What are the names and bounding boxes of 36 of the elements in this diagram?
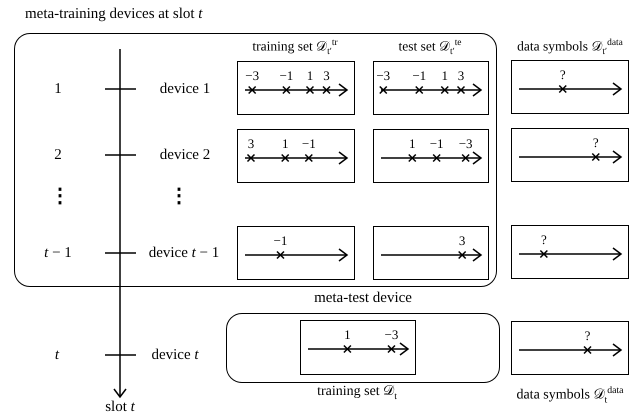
value-label: 1 <box>344 328 351 341</box>
group-heading: meta-test device <box>314 291 412 306</box>
value-label: ? <box>540 233 547 246</box>
ellipsis: ⋮ <box>169 186 189 206</box>
device-label: device t − 1 <box>148 246 220 261</box>
value-label: 3 <box>323 69 330 82</box>
value-label: 3 <box>458 69 464 82</box>
row-number: 2 <box>54 148 62 163</box>
value-label: −3 <box>376 69 390 82</box>
row-number: t − 1 <box>44 246 72 261</box>
axis-label: slot t <box>105 400 135 414</box>
device-label: device 1 <box>160 82 210 97</box>
value-label: −1 <box>279 69 294 82</box>
row-number: t <box>54 348 60 363</box>
value-label: −1 <box>302 137 316 150</box>
device-label: device 2 <box>160 148 210 163</box>
value-label: −1 <box>274 234 288 247</box>
group-heading: meta-training devices at slot t <box>25 7 202 22</box>
value-label: ? <box>584 329 590 342</box>
value-label: 3 <box>248 137 254 150</box>
value-label: −3 <box>245 69 260 82</box>
value-label: −3 <box>384 328 398 341</box>
value-label: ? <box>560 68 566 81</box>
device-label: device t <box>151 348 199 363</box>
value-label: −1 <box>430 137 444 150</box>
value-label: 1 <box>409 137 416 150</box>
value-label: 1 <box>442 69 448 82</box>
value-label: ? <box>592 136 599 149</box>
value-label: 1 <box>282 137 288 150</box>
row-number: 1 <box>54 82 62 97</box>
box-caption: training set 𝒟$_{t}$ <box>317 385 397 402</box>
value-label: 3 <box>458 234 466 247</box>
value-label: 1 <box>306 69 314 82</box>
ellipsis: ⋮ <box>50 186 70 206</box>
value-label: −1 <box>412 69 426 82</box>
value-label: −3 <box>458 137 473 150</box>
